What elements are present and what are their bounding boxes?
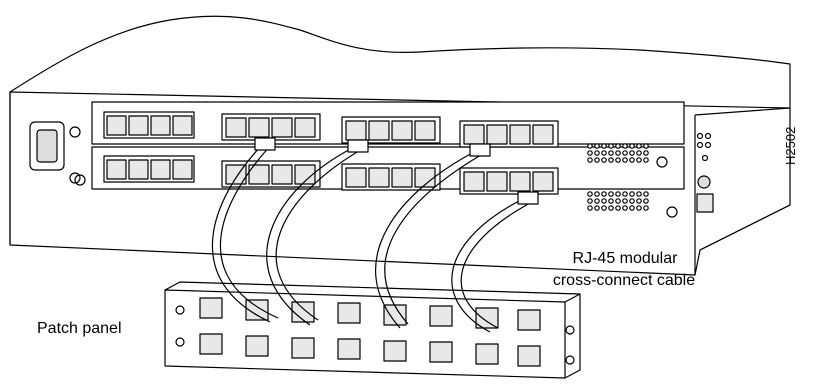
power-screw-bottom — [69, 172, 81, 184]
port-group-bottom-3 — [341, 163, 441, 191]
panel-jacks-bottom — [199, 333, 541, 367]
panel-hole-3 — [565, 325, 575, 335]
power-screw-top — [69, 126, 81, 138]
panel-hole-1 — [175, 305, 185, 315]
patch-panel-label: Patch panel — [37, 320, 122, 337]
port-group-bottom-1 — [103, 155, 195, 183]
led-cluster-bottom — [587, 191, 649, 211]
cable-2 — [266, 139, 369, 326]
cable-3 — [375, 143, 491, 329]
card-screw-1 — [656, 156, 668, 168]
card-screw-2 — [666, 206, 678, 218]
cable-1 — [211, 137, 279, 323]
cable-4 — [451, 191, 539, 333]
panel-hole-2 — [175, 337, 185, 347]
cable-label-line2: cross-connect cable — [552, 272, 696, 289]
chassis-right-side — [694, 107, 791, 275]
console-port — [697, 175, 711, 189]
panel-hole-4 — [565, 355, 575, 365]
port-group-top-2 — [221, 113, 321, 141]
port-group-top-4 — [459, 120, 559, 148]
chassis-outline — [9, 15, 791, 276]
port-group-top-1 — [103, 111, 195, 139]
port-group-top-3 — [341, 116, 441, 144]
cable-label-line1: RJ-45 modular — [572, 250, 678, 267]
port-group-bottom-2 — [221, 160, 321, 188]
card-screw-3 — [74, 174, 86, 186]
figure-id-label: H2502 — [783, 126, 798, 165]
aux-port — [696, 193, 714, 213]
panel-jacks-top — [199, 297, 541, 331]
patch-panel — [164, 289, 566, 379]
port-group-bottom-4 — [459, 167, 559, 195]
led-cluster-top — [587, 143, 649, 163]
